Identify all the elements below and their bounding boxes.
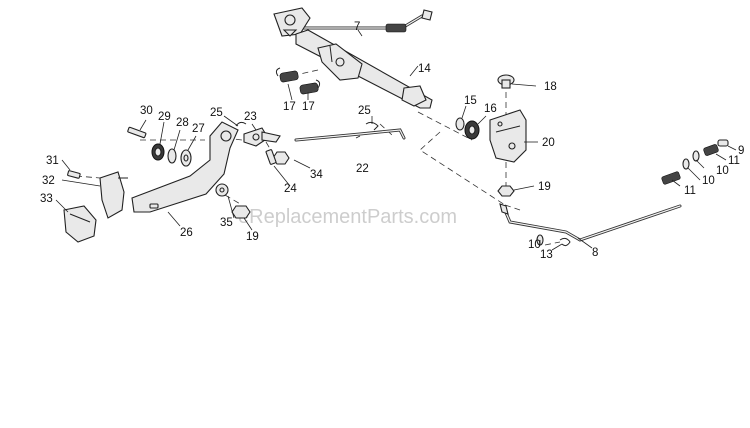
bracket-20 xyxy=(489,109,527,163)
callout-35: 35 xyxy=(220,217,233,229)
callout-33: 33 xyxy=(40,193,53,205)
callout-24: 24 xyxy=(284,183,297,195)
callout-26: 26 xyxy=(180,227,193,239)
pedal-pad-33 xyxy=(63,205,97,243)
callout-27: 27 xyxy=(192,123,205,135)
callout-29: 29 xyxy=(158,111,171,123)
callout-11b: 11 xyxy=(684,185,696,197)
main-lever-bar xyxy=(295,29,433,109)
callout-17a: 17 xyxy=(283,101,296,113)
extension-spring-17a xyxy=(275,67,299,83)
callout-10c: 10 xyxy=(528,239,541,251)
bushing-29 xyxy=(151,143,165,161)
pedal-arm-26 xyxy=(131,121,239,213)
watermark-text: eReplacementParts.com xyxy=(238,206,457,228)
callout-32: 32 xyxy=(42,175,55,187)
pin-9 xyxy=(717,139,729,147)
callout-11a: 11 xyxy=(728,155,740,167)
callout-15: 15 xyxy=(464,95,477,107)
washer-10-upper xyxy=(692,150,700,162)
callout-9: 9 xyxy=(738,145,744,157)
callout-23: 23 xyxy=(244,111,257,123)
bolt-31 xyxy=(67,170,81,179)
callout-25b: 25 xyxy=(210,107,223,119)
callout-31: 31 xyxy=(46,155,59,167)
pivot-joint-23 xyxy=(243,127,281,147)
extension-spring-17b xyxy=(299,79,321,95)
clip-25-upper xyxy=(365,121,379,131)
clip-13 xyxy=(559,237,571,247)
pedal-plate-32 xyxy=(99,171,128,219)
callout-8: 8 xyxy=(592,247,598,259)
callout-labels: 7 14 17 17 18 15 16 20 19 9 11 10 10 11 … xyxy=(40,21,744,261)
washer-27 xyxy=(180,149,192,167)
callout-19a: 19 xyxy=(538,181,551,193)
compression-spring-7 xyxy=(385,23,407,33)
callout-18: 18 xyxy=(544,81,557,93)
callout-7: 7 xyxy=(354,21,360,33)
knob-18 xyxy=(497,74,515,89)
callout-28: 28 xyxy=(176,117,189,129)
washer-35 xyxy=(215,183,229,197)
bushing-16 xyxy=(464,120,480,140)
callout-10a: 10 xyxy=(716,165,729,177)
callout-30: 30 xyxy=(140,105,153,117)
callout-leaders xyxy=(55,29,737,251)
washer-10-lower xyxy=(682,158,690,170)
spring-11-upper xyxy=(703,144,719,156)
bolt-30 xyxy=(127,126,147,139)
callout-13: 13 xyxy=(540,249,553,261)
callout-25a: 25 xyxy=(358,105,371,117)
callout-20: 20 xyxy=(542,137,555,149)
callout-22: 22 xyxy=(356,163,369,175)
bolt-24 xyxy=(265,149,277,165)
callout-34: 34 xyxy=(310,169,323,181)
callout-16: 16 xyxy=(484,103,497,115)
spring-11-right xyxy=(661,171,681,185)
callout-17b: 17 xyxy=(302,101,315,113)
callout-14: 14 xyxy=(418,63,431,75)
callout-10b: 10 xyxy=(702,175,715,187)
callout-19b: 19 xyxy=(246,231,259,243)
linkage-rod-22 xyxy=(294,128,406,142)
nut-19-right xyxy=(497,185,515,197)
nut-19-left xyxy=(231,205,251,219)
control-rod-8 xyxy=(499,203,682,242)
washer-15 xyxy=(455,117,465,131)
upper-shaft-assembly xyxy=(273,7,433,37)
washer-28 xyxy=(167,148,177,164)
